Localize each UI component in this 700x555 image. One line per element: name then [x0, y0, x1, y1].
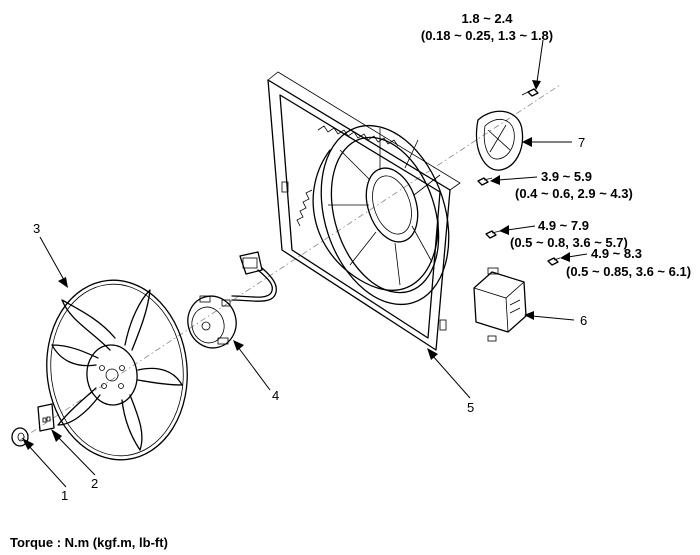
callout-7: 7	[578, 135, 585, 150]
fan-control-module	[473, 267, 527, 342]
torque-spec-1-converted: (0.18 ~ 0.25, 1.3 ~ 1.8)	[421, 28, 553, 43]
callout-6: 6	[580, 313, 587, 328]
torque-spec-1-value: 1.8 ~ 2.4	[462, 11, 514, 26]
torque-spec-4-value: 4.9 ~ 8.3	[591, 246, 642, 261]
callout-4: 4	[272, 388, 279, 403]
callout-3: 3	[33, 221, 40, 236]
torque-spec-2-value: 3.9 ~ 5.9	[541, 169, 592, 184]
fan-motor	[187, 251, 277, 349]
torque-spec-2-converted: (0.4 ~ 0.6, 2.9 ~ 4.3)	[515, 186, 633, 201]
bolt-cover	[521, 88, 539, 97]
callout-1: 1	[61, 488, 68, 503]
cooling-fan	[46, 279, 188, 461]
bolt-shroud-upper	[477, 177, 493, 186]
fan-washer	[37, 403, 55, 432]
torque-spec-3-value: 4.9 ~ 7.9	[538, 218, 589, 233]
callout-5: 5	[467, 400, 474, 415]
callout-2: 2	[91, 476, 98, 491]
explosion-axis	[19, 84, 561, 441]
bolt-module	[547, 257, 561, 266]
bolt-shroud-lower	[485, 230, 501, 239]
torque-spec-4-converted: (0.5 ~ 0.85, 3.6 ~ 6.1)	[566, 264, 691, 279]
torque-spec-3-converted: (0.5 ~ 0.8, 3.6 ~ 5.7)	[510, 235, 628, 250]
shroud-cover	[475, 110, 524, 171]
callout-leaders	[22, 39, 588, 488]
torque-unit-note: Torque : N.m (kgf.m, lb-ft)	[10, 535, 168, 550]
fan-nut	[11, 427, 29, 447]
fan-shroud	[267, 71, 461, 351]
